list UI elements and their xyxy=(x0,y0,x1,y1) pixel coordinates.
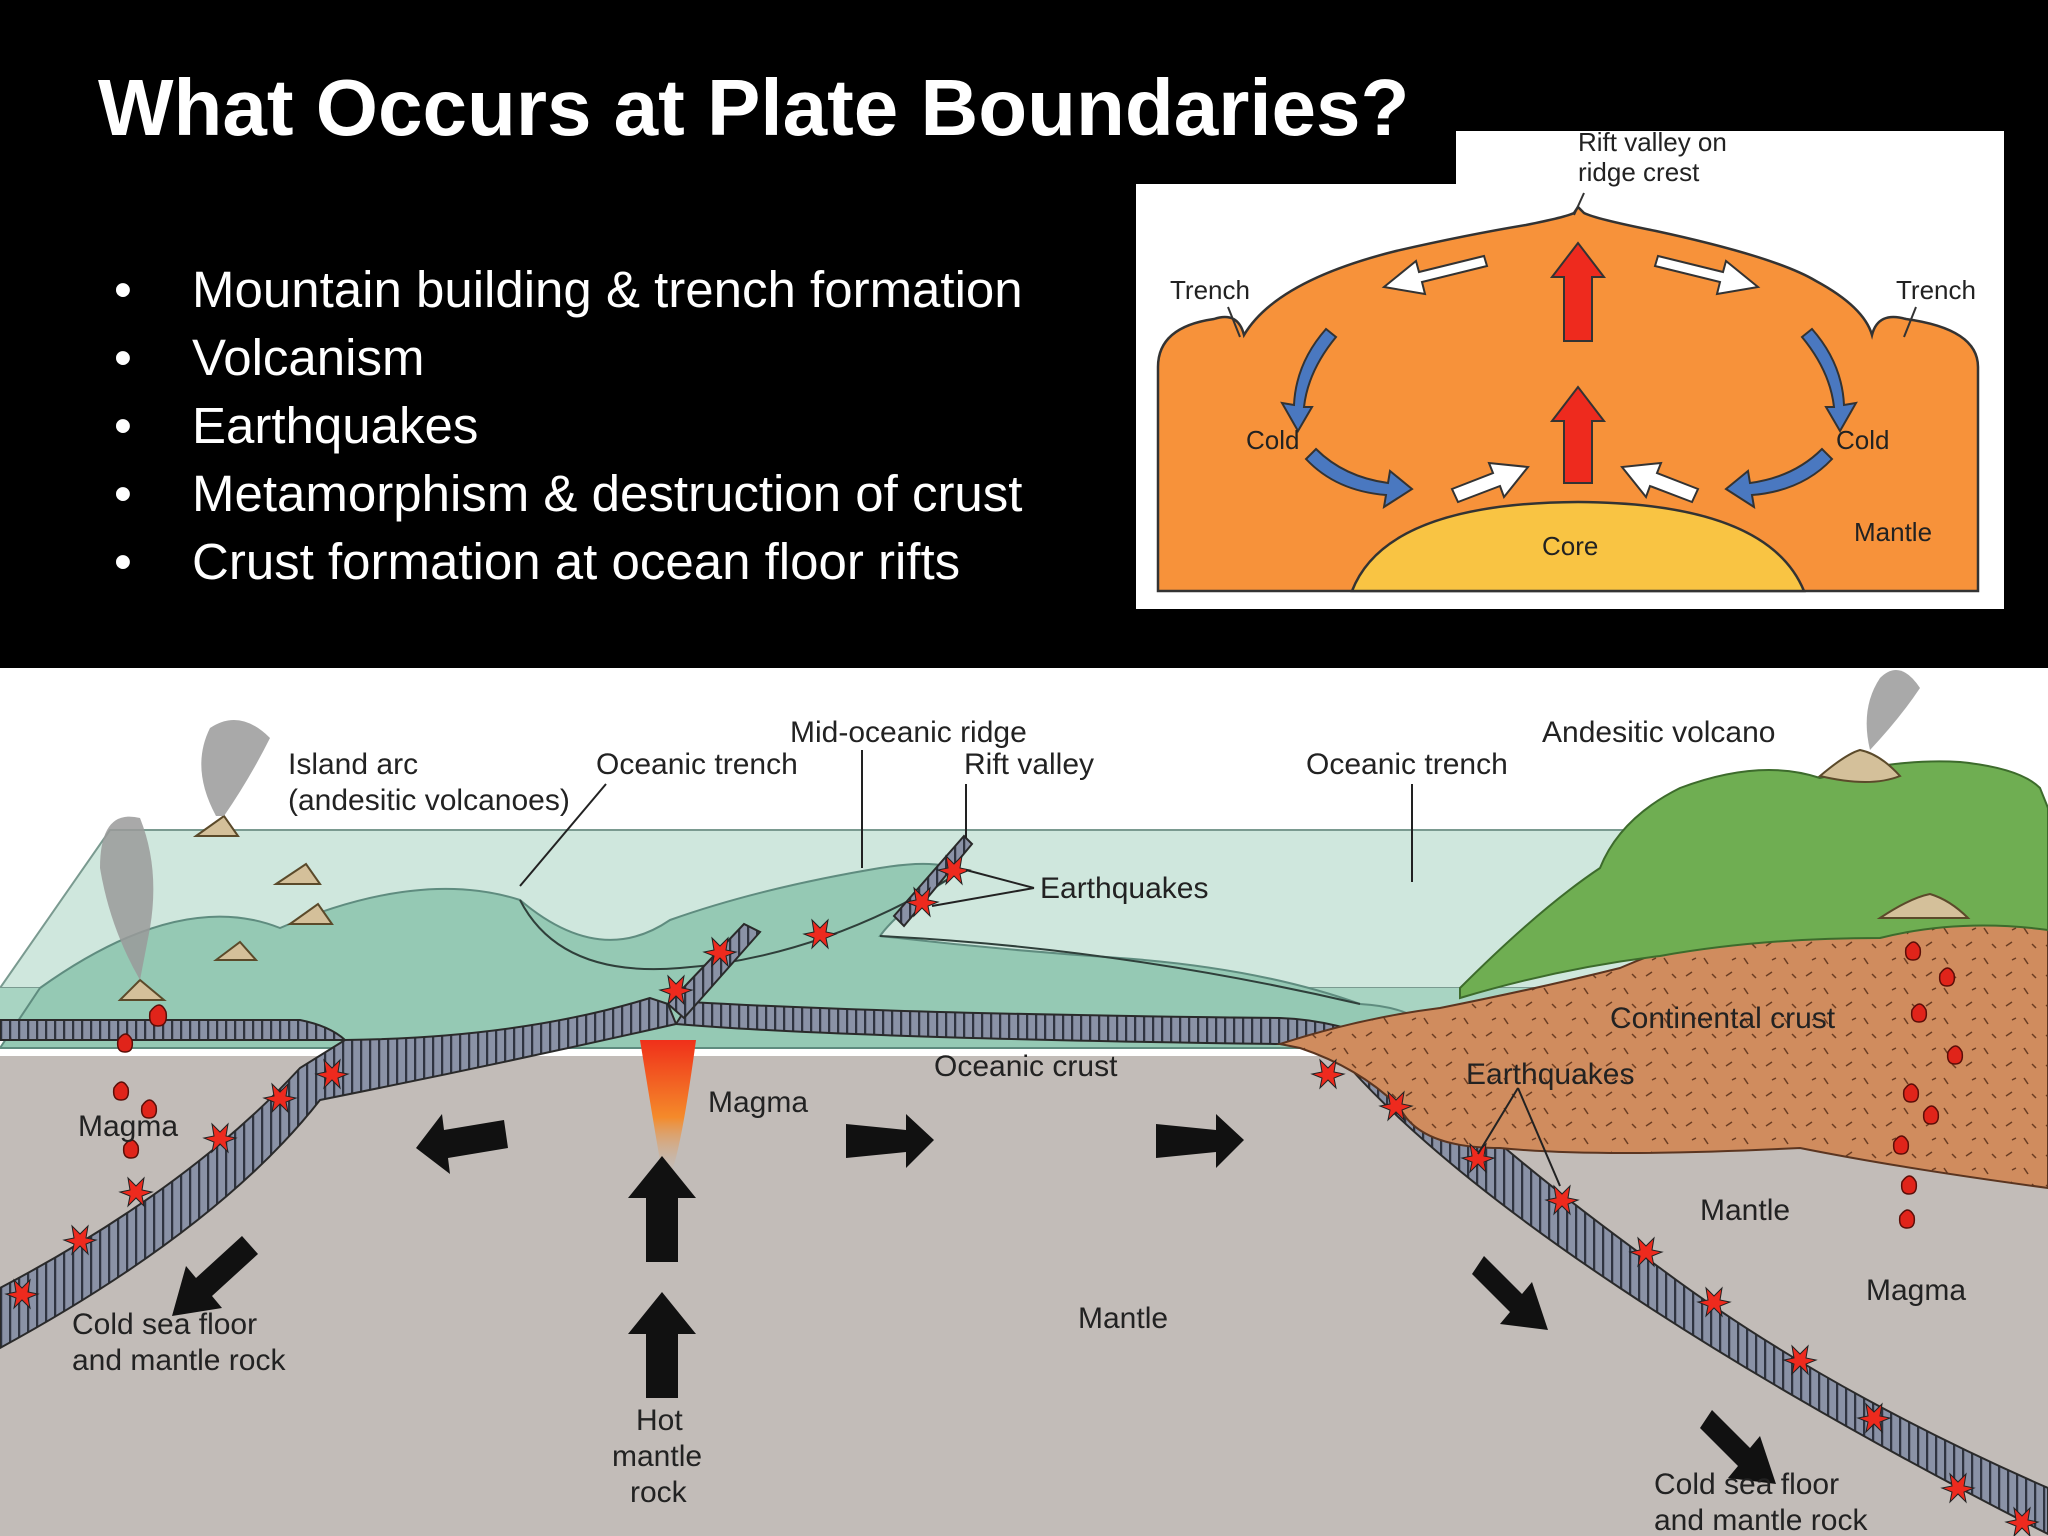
mantle-center-label: Mantle xyxy=(1078,1302,1168,1335)
cross-section-diagram: Island arc (andesitic volcanoes) Oceanic… xyxy=(0,668,2048,1536)
rift-label-2: ridge crest xyxy=(1578,157,1700,187)
left-arrow-icon xyxy=(416,1114,508,1174)
earthquakes-ridge-label: Earthquakes xyxy=(1040,872,1208,905)
bullet-item: Volcanism xyxy=(112,324,1023,392)
island-arc-label: Island arc xyxy=(288,748,418,781)
earthquake-markers xyxy=(4,854,2040,1536)
continental-crust xyxy=(1276,914,2048,1190)
down-arrow-icon xyxy=(1280,327,1338,433)
down-right-arrow-icon xyxy=(1700,1410,1776,1484)
cold-sea-floor-left-sublabel: and mantle rock xyxy=(72,1344,286,1377)
left-arrow-icon xyxy=(1724,447,1834,510)
convection-diagram: Rift valley on ridge crest Trench Trench… xyxy=(1136,131,2004,609)
volcano-icon xyxy=(192,814,240,837)
cold-left-label: Cold xyxy=(1246,425,1299,455)
mantle-right-label: Mantle xyxy=(1700,1194,1790,1227)
cold-right-label: Cold xyxy=(1836,425,1889,455)
volcano-icon xyxy=(286,902,334,925)
up-arrow-icon xyxy=(628,1292,696,1398)
right-arrow-icon xyxy=(846,1114,934,1168)
magma-center-label: Magma xyxy=(708,1086,808,1119)
volcano-icon xyxy=(1876,892,1971,919)
mid-ocean-ridge-label: Mid-oceanic ridge xyxy=(790,716,1027,749)
bullet-item: Mountain building & trench formation xyxy=(112,256,1023,324)
andesitic-volcano-label: Andesitic volcano xyxy=(1542,716,1775,749)
hot-mantle-rock-label-1: Hot xyxy=(636,1404,683,1437)
magma-left-label: Magma xyxy=(78,1110,178,1143)
volcano-icon xyxy=(272,862,322,885)
right-arrow-icon xyxy=(1653,254,1761,296)
hot-mantle-rock-label-2: mantle xyxy=(612,1440,702,1473)
left-arrow-icon xyxy=(1620,461,1700,504)
bullet-item: Crust formation at ocean floor rifts xyxy=(112,528,1023,596)
magma-droplets xyxy=(112,941,1964,1229)
right-arrow-icon xyxy=(1156,1114,1244,1168)
bullet-item: Earthquakes xyxy=(112,392,1023,460)
cold-sea-floor-left-label: Cold sea floor xyxy=(72,1308,257,1341)
rift-label-1: Rift valley on xyxy=(1578,131,1727,157)
land-mass xyxy=(1459,760,2048,1000)
magma-plume xyxy=(640,1040,696,1181)
up-arrow-icon xyxy=(1549,385,1607,484)
continental-crust-label: Continental crust xyxy=(1610,1002,1836,1035)
hot-mantle-rock-label-3: rock xyxy=(630,1476,688,1509)
right-arrow-icon xyxy=(1450,461,1530,504)
cold-sea-floor-right-sublabel: and mantle rock xyxy=(1654,1504,1868,1536)
core-label: Core xyxy=(1542,531,1598,561)
bullet-item: Metamorphism & destruction of crust xyxy=(112,460,1023,528)
bullet-list: Mountain building & trench formation Vol… xyxy=(112,256,1023,596)
volcano-icon xyxy=(117,978,167,1001)
down-arrow-icon xyxy=(1800,327,1858,433)
volcano-icon xyxy=(1817,748,1902,783)
oceanic-crust-label: Oceanic crust xyxy=(934,1050,1118,1083)
left-arrow-icon xyxy=(1381,254,1489,296)
cold-sea-floor-right-label: Cold sea floor xyxy=(1654,1468,1839,1501)
trench-left-label: Trench xyxy=(1170,275,1250,305)
down-right-arrow-icon xyxy=(1472,1256,1548,1330)
oceanic-trench-left-label: Oceanic trench xyxy=(596,748,798,781)
up-arrow-icon xyxy=(1549,241,1607,342)
core-shape xyxy=(1350,500,1806,593)
volcano-icon xyxy=(213,940,259,961)
magma-right-label: Magma xyxy=(1866,1274,1966,1307)
up-arrow-icon xyxy=(628,1156,696,1262)
mantle-label: Mantle xyxy=(1854,517,1932,547)
down-left-arrow-icon xyxy=(172,1236,258,1316)
rift-valley-label: Rift valley xyxy=(964,748,1094,781)
right-arrow-icon xyxy=(1304,447,1414,510)
slide-title: What Occurs at Plate Boundaries? xyxy=(98,63,1410,152)
island-arc-sublabel: (andesitic volcanoes) xyxy=(288,784,570,817)
trench-right-label: Trench xyxy=(1896,275,1976,305)
earthquakes-continent-label: Earthquakes xyxy=(1466,1058,1634,1091)
oceanic-trench-right-label: Oceanic trench xyxy=(1306,748,1508,781)
